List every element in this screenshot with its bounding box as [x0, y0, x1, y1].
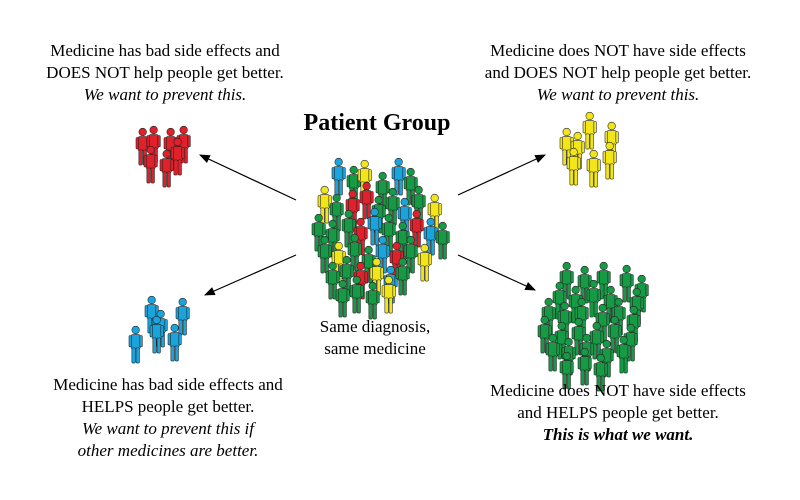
caption-bottom-left-line1: Medicine has bad side effects and	[53, 375, 283, 394]
caption-bottom-right-line1: Medicine does NOT have side effects	[490, 381, 746, 400]
bottom-right-person-green	[619, 264, 634, 303]
caption-top-left-line1: Medicine has bad side effects and	[50, 41, 280, 60]
caption-bottom-left-note-2: other medicines are better.	[77, 441, 259, 460]
caption-top-right: Medicine does NOT have side effects and …	[463, 40, 773, 106]
arrow-top-right	[457, 154, 546, 196]
arrow-top-left	[199, 154, 297, 201]
arrows	[199, 154, 546, 296]
caption-top-right-note: We want to prevent this.	[536, 85, 700, 104]
caption-bottom-left-note-1: We want to prevent this if	[81, 419, 255, 438]
center-person-blue	[331, 157, 346, 196]
center-caption: Same diagnosis, same medicine	[305, 316, 445, 360]
caption-bottom-left: Medicine has bad side effects and HELPS …	[18, 374, 318, 462]
caption-top-right-line2: and DOES NOT help people get better.	[484, 63, 752, 82]
caption-top-right-line1: Medicine does NOT have side effects	[490, 41, 746, 60]
caption-bottom-right-note: This is what we want.	[542, 425, 694, 444]
caption-bottom-right: Medicine does NOT have side effects and …	[463, 380, 773, 446]
caption-bottom-left-line2: HELPS people get better.	[81, 397, 255, 416]
center-caption-line1: Same diagnosis,	[319, 317, 431, 336]
top-right-person-yellow	[586, 149, 601, 188]
arrow-bottom-right	[457, 254, 536, 291]
arrow-bottom-left	[204, 254, 297, 296]
caption-top-left-note: We want to prevent this.	[83, 85, 247, 104]
caption-top-left: Medicine has bad side effects and DOES N…	[15, 40, 315, 106]
diagram-title: Patient Group	[303, 110, 451, 136]
bottom-left-person-blue	[128, 325, 143, 364]
caption-top-left-line2: DOES NOT help people get better.	[46, 63, 284, 82]
caption-bottom-right-line2: and HELPS people get better.	[517, 403, 719, 422]
top-right-person-yellow	[582, 111, 597, 150]
center-caption-line2: same medicine	[324, 339, 426, 358]
